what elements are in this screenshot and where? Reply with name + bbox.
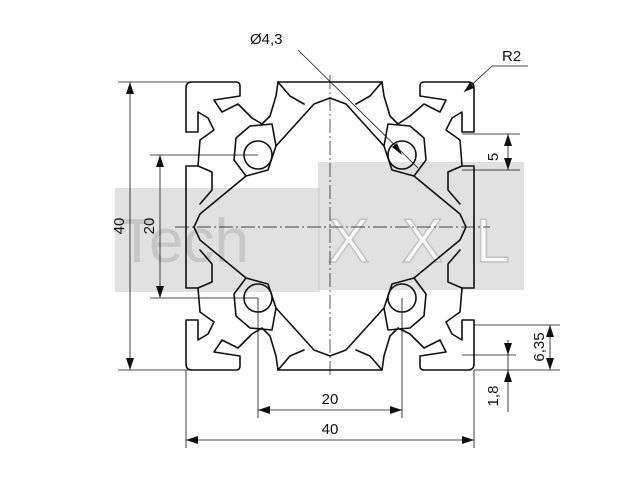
- web-bottom-left: [233, 277, 277, 331]
- slot-left-inner: [197, 165, 213, 289]
- label-wall-thickness: 1,8: [485, 386, 502, 407]
- extension-lines: [118, 81, 560, 448]
- hole-top-right: [387, 140, 417, 170]
- center-lines: [175, 75, 490, 378]
- label-hole-diameter: Ø4,3: [250, 31, 283, 48]
- dimension-lines: [126, 49, 554, 444]
- label-corner-radius: R2: [502, 48, 521, 65]
- label-slot-width: 5: [485, 153, 502, 161]
- profile-outline: [185, 81, 475, 371]
- watermark-left-box: [115, 188, 320, 292]
- slot-bottom-inner: [277, 349, 383, 371]
- label-hole-spacing-horizontal: 20: [322, 391, 339, 408]
- slot-right-inner: [447, 165, 463, 289]
- watermark-text-right: XXL: [328, 207, 510, 276]
- label-overall-width: 40: [322, 421, 339, 438]
- label-hole-spacing-vertical: 20: [141, 218, 158, 235]
- watermark-text-left: Tech: [118, 207, 249, 276]
- watermark-right-box: [318, 162, 524, 290]
- web-top-right: [383, 123, 427, 177]
- profile-outer-contour: [185, 81, 475, 371]
- watermark: Tech XXL: [115, 162, 524, 292]
- web-top-left: [233, 123, 277, 177]
- label-overall-height: 40: [111, 218, 128, 235]
- web-bottom-right: [383, 277, 427, 331]
- label-slot-depth: 6,35: [531, 332, 548, 361]
- slot-top-inner: [277, 81, 383, 105]
- dimension-labels: Ø4,3 R2 5 40 20 20 40 6,35 1,8: [111, 31, 548, 438]
